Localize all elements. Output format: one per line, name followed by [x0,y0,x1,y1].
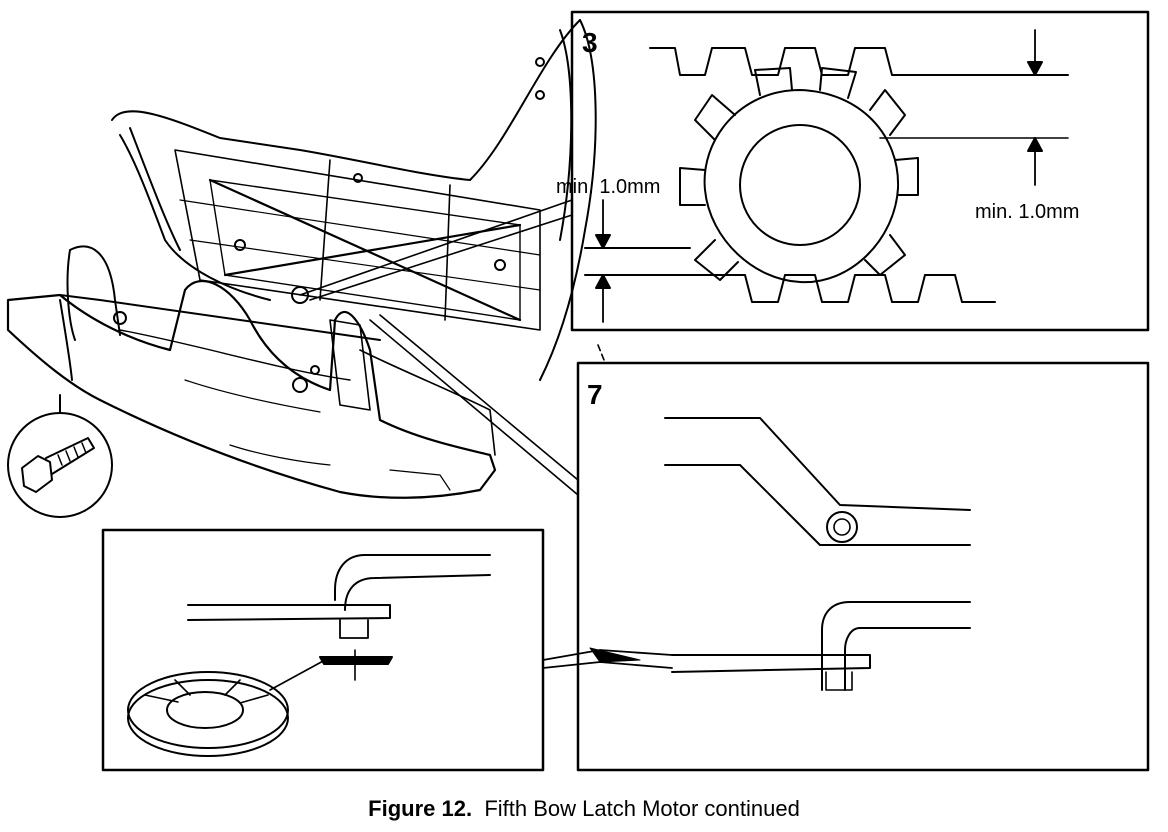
dimension-label-left: min. 1.0mm [556,176,660,198]
dimension-label-right: min. 1.0mm [975,201,1079,223]
figure-caption-label: Figure 12. [368,796,473,821]
washer-icon [127,671,289,757]
gear-detail-number: 3 [582,27,598,58]
bolt-inset [7,394,113,518]
seat-frame-assembly [6,19,597,499]
gear-icon [679,67,919,284]
gear-detail-panel [299,10,1150,332]
latch-detail-panel [369,314,1150,772]
figure-caption: Figure 12. Fifth Bow Latch Motor continu… [0,796,1168,822]
bolt-icon [21,437,95,493]
latch-detail-number: 7 [587,379,603,410]
washer-detail-panel [101,528,673,772]
figure-caption-text: Fifth Bow Latch Motor continued [484,796,800,821]
